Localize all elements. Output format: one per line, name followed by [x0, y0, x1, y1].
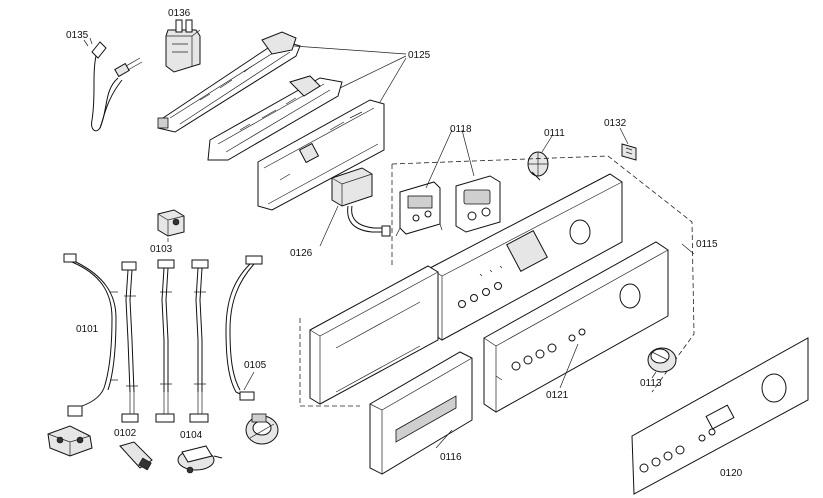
sensor-part-0102 [119, 441, 153, 471]
power-cord-part [83, 37, 143, 132]
cable-harness-left-part [63, 253, 118, 417]
cable-harness-part-0102 [121, 261, 139, 423]
label-0132: 0132 [604, 118, 627, 129]
leader-0116 [435, 429, 453, 449]
shaft-part [527, 151, 549, 181]
leader-0113 [651, 371, 657, 379]
label-0120: 0120 [720, 468, 743, 479]
board-carrier-top-part [157, 31, 301, 133]
label-0125: 0125 [408, 50, 431, 61]
label-0121: 0121 [546, 390, 569, 401]
leader-0125 [293, 45, 407, 103]
drawer-front-part [369, 351, 473, 475]
assembly-outline [299, 155, 695, 407]
label-0126: 0126 [290, 248, 313, 259]
leader-0118 [425, 129, 475, 189]
knob-part [647, 347, 677, 373]
control-panel-part [483, 241, 669, 413]
label-0136: 0136 [168, 8, 191, 19]
drawer-housing-part [309, 265, 439, 405]
leader-0115 [681, 243, 695, 255]
label-0135: 0135 [66, 30, 89, 41]
label-0111: 0111 [544, 128, 565, 139]
leader-0105 [243, 371, 255, 391]
pump-part [177, 445, 223, 474]
pressure-switch-part [245, 413, 279, 445]
leader-0121 [559, 343, 579, 389]
leader-0126 [319, 205, 339, 247]
label-0116: 0116 [440, 452, 462, 463]
clip-part [621, 143, 637, 161]
label-0104: 0104 [180, 430, 203, 441]
label-0113: 0113 [640, 378, 662, 389]
filter-part [165, 19, 201, 73]
cable-harness-part-0104 [189, 259, 209, 423]
board-carrier-lower-part [257, 99, 385, 211]
label-0103: 0103 [150, 244, 173, 255]
display-module-part [395, 181, 443, 237]
cable-harness-middle-part [155, 259, 175, 423]
temperature-sensor-part [47, 425, 93, 457]
cable-harness-part-0105 [225, 255, 263, 401]
board-carrier-middle-part [207, 75, 343, 161]
display-cover-part [455, 175, 501, 233]
decor-panel-part [631, 337, 809, 495]
label-0115: 0115 [696, 239, 718, 250]
label-0102: 0102 [114, 428, 137, 439]
leader-0111 [541, 135, 553, 153]
electronic-module-part [331, 167, 391, 237]
label-0118: 0118 [450, 124, 472, 135]
connector-part [157, 209, 185, 237]
label-0105: 0105 [244, 360, 267, 371]
leader-0132 [619, 127, 629, 145]
label-0101: 0101 [76, 324, 99, 335]
